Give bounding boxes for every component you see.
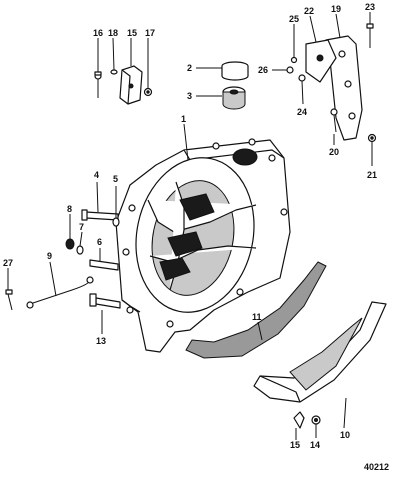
callout-22: 22 (304, 6, 314, 16)
callout-1: 1 (181, 114, 186, 124)
callout-9: 9 (47, 251, 52, 261)
callout-3: 3 (187, 91, 192, 101)
callout-4: 4 (94, 170, 99, 180)
callout-2: 2 (187, 63, 192, 73)
callout-8: 8 (67, 204, 72, 214)
screw-part-27 (5, 289, 13, 311)
callout-10: 10 (340, 430, 350, 440)
bolt-part-23 (366, 23, 374, 48)
mount-plate-part-19 (325, 35, 363, 141)
callout-7: 7 (79, 222, 84, 232)
callout-11: 11 (252, 312, 262, 322)
callout-26: 26 (258, 65, 268, 75)
washer-part-25 (290, 56, 298, 64)
nut-part-26 (286, 66, 294, 74)
callout-24: 24 (297, 107, 307, 117)
callout-6: 6 (97, 237, 102, 247)
bolt-part-16 (94, 71, 102, 98)
callout-13: 13 (96, 336, 106, 346)
leader-lines (7, 12, 373, 440)
mount-block-part-22 (305, 39, 337, 83)
bolt-part-15-lower (293, 411, 305, 429)
callout-21: 21 (367, 170, 377, 180)
callout-25: 25 (289, 14, 299, 24)
stud-part-4 (81, 209, 119, 221)
callout-19: 19 (331, 4, 341, 14)
bolt-part-13 (89, 293, 121, 309)
flywheel-housing (115, 138, 291, 353)
callout-14: 14 (310, 440, 320, 450)
nut-part-14 (311, 415, 321, 425)
callout-27: 27 (3, 258, 13, 268)
washer-part-18 (110, 69, 118, 75)
flywheel-cover-part-10 (253, 301, 387, 403)
callout-16: 16 (93, 28, 103, 38)
stud-part-6 (89, 259, 119, 271)
callout-15-lower: 15 (290, 440, 300, 450)
callout-17: 17 (145, 28, 155, 38)
nut-part-8 (65, 238, 75, 250)
washer-part-7 (76, 245, 84, 255)
rubber-ring-part-2 (221, 61, 249, 81)
nut-part-21 (367, 133, 377, 143)
callout-5: 5 (113, 174, 118, 184)
nut-part-24 (298, 74, 306, 82)
callout-20: 20 (329, 147, 339, 157)
callout-18: 18 (108, 28, 118, 38)
callout-23: 23 (365, 2, 375, 12)
ground-strap-part-9 (26, 276, 94, 309)
nut-part-17 (143, 87, 153, 97)
bolt-part-20 (330, 108, 338, 133)
bracket-part-15 (119, 65, 143, 105)
washer-part-5 (112, 217, 120, 227)
seal-part-11 (185, 261, 327, 359)
mount-bushing-part-3 (222, 86, 246, 110)
figure-number: 40212 (364, 462, 389, 472)
callout-labels: 1 2 3 4 5 6 7 8 9 10 11 13 14 15 15 16 1… (3, 2, 389, 472)
callout-15-upper: 15 (127, 28, 137, 38)
